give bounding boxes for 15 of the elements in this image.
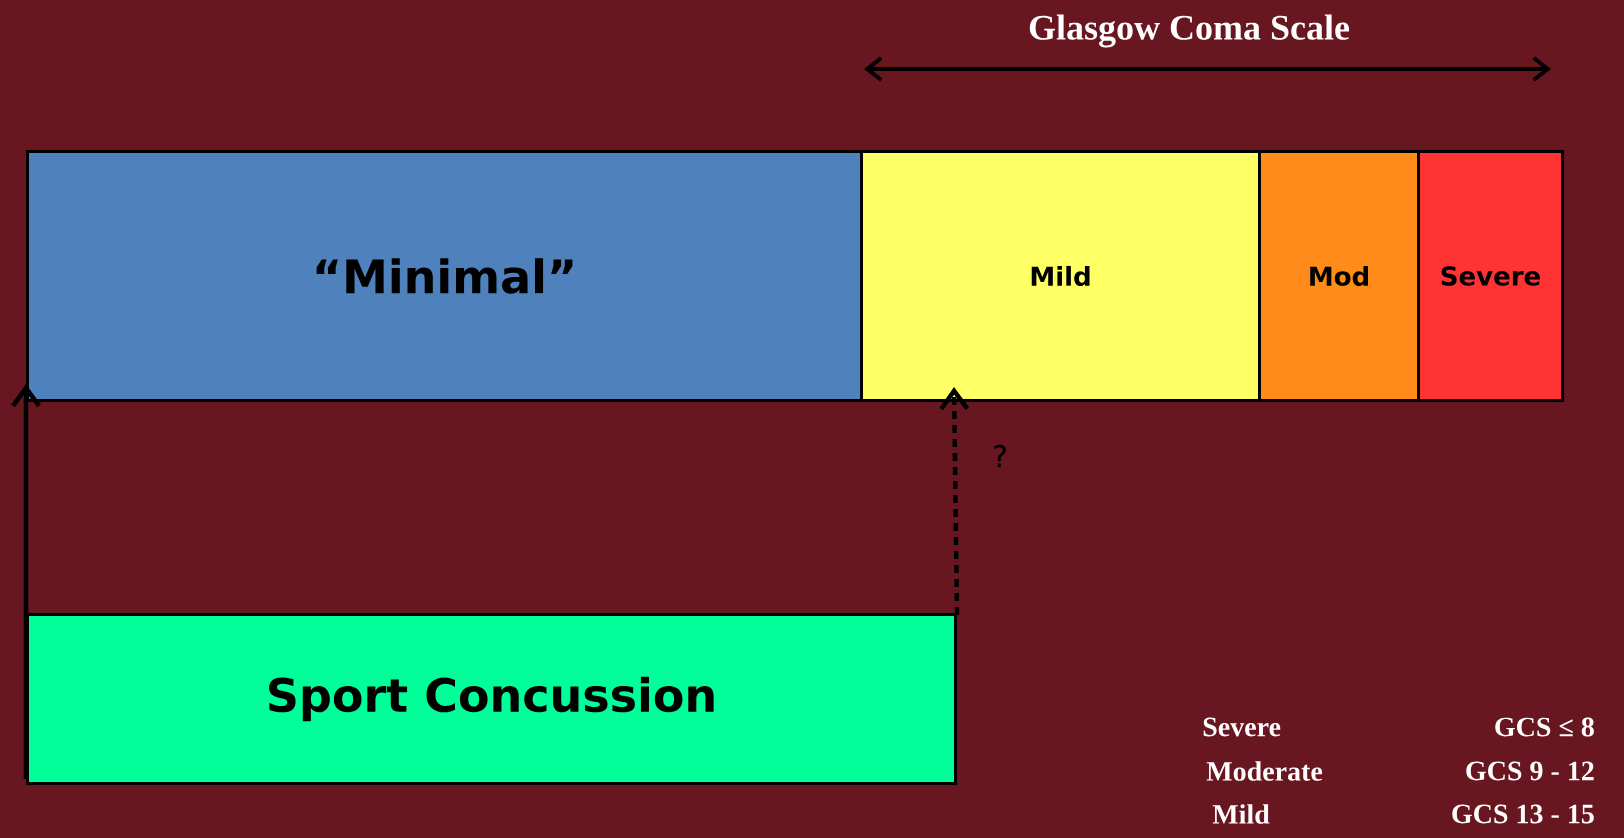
severity-label: Moderate — [1206, 761, 1323, 781]
scale-box: “Minimal” — [26, 150, 863, 402]
severity-label: Severe — [1203, 717, 1281, 737]
scale-box: Mod — [1258, 150, 1420, 402]
scale-box: Sport Concussion — [26, 613, 957, 785]
gcs-range: GCS 9 - 12 — [1466, 761, 1594, 781]
arrow — [939, 387, 970, 616]
edge-label: ? — [994, 444, 1006, 468]
severity-label: Mild — [1212, 804, 1270, 824]
scale-title: Glasgow Coma Scale — [1029, 14, 1350, 48]
gcs-range: GCS ≤ 8 — [1495, 717, 1594, 737]
gcs-range: GCS 13 - 15 — [1452, 804, 1594, 824]
arrow — [11, 384, 41, 779]
scale-box: Severe — [1417, 150, 1564, 402]
scale-box: Mild — [860, 150, 1261, 402]
